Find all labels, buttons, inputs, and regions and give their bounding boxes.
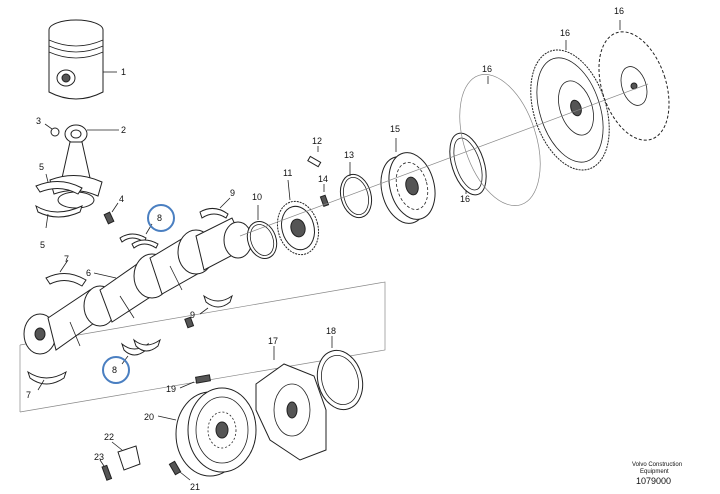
callout-18: 18 bbox=[326, 326, 336, 336]
flex-plate bbox=[598, 20, 670, 141]
damper-pulley bbox=[157, 387, 257, 477]
bearing-9-upper bbox=[199, 197, 231, 219]
callout-3: 3 bbox=[36, 116, 41, 126]
callout-8a: 8 bbox=[157, 213, 162, 223]
crankshaft bbox=[23, 217, 253, 355]
piston bbox=[48, 19, 117, 100]
dowel-pin bbox=[307, 146, 322, 168]
main-bearing-upper bbox=[45, 259, 87, 287]
bolt-19 bbox=[179, 374, 211, 389]
callout-11: 11 bbox=[283, 168, 292, 178]
callout-9b: 9 bbox=[190, 310, 195, 320]
callout-21: 21 bbox=[190, 482, 200, 492]
retaining-ring-16 bbox=[449, 132, 487, 196]
callout-16c: 16 bbox=[482, 64, 492, 74]
callout-5b: 5 bbox=[40, 240, 45, 250]
callout-10: 10 bbox=[252, 192, 262, 202]
bolt-23 bbox=[99, 459, 113, 481]
callout-9a: 9 bbox=[230, 188, 235, 198]
bearing-shell-upper bbox=[35, 173, 83, 195]
callout-16d: 16 bbox=[460, 194, 470, 204]
thrust-washers-upper bbox=[119, 223, 159, 249]
seal-ring-10 bbox=[246, 205, 278, 259]
callout-20: 20 bbox=[144, 412, 154, 422]
callout-22: 22 bbox=[104, 432, 114, 442]
caption-company: Volvo Construction bbox=[632, 462, 682, 468]
bolt-4 bbox=[103, 202, 119, 225]
bolt-14 bbox=[319, 184, 330, 208]
callout-7b: 7 bbox=[26, 390, 31, 400]
caption-division: Equipment bbox=[640, 469, 669, 475]
callout-1: 1 bbox=[121, 67, 126, 77]
flywheel-hub bbox=[380, 138, 436, 224]
callout-2: 2 bbox=[121, 125, 126, 135]
callout-19: 19 bbox=[166, 384, 176, 394]
callout-16b: 16 bbox=[560, 28, 570, 38]
callout-13: 13 bbox=[344, 150, 354, 160]
callout-7a: 7 bbox=[64, 254, 69, 264]
o-ring-13 bbox=[339, 162, 373, 219]
front-cover bbox=[255, 346, 327, 461]
callout-16a: 16 bbox=[614, 6, 624, 16]
connecting-rod bbox=[49, 124, 119, 209]
housing-ring-16 bbox=[459, 74, 541, 206]
main-bearing-lower bbox=[27, 370, 67, 391]
callout-8b: 8 bbox=[112, 365, 117, 375]
bearing-9-lower bbox=[199, 294, 233, 315]
callout-12: 12 bbox=[312, 136, 322, 146]
small-bolt-crank bbox=[184, 316, 195, 329]
fitting-22 bbox=[111, 441, 141, 471]
front-seal bbox=[316, 336, 364, 411]
callout-14: 14 bbox=[318, 174, 328, 184]
callout-4: 4 bbox=[119, 194, 124, 204]
highlight-circle-lower bbox=[102, 356, 130, 384]
callout-17: 17 bbox=[268, 336, 278, 346]
caption-drawing-number: 1079000 bbox=[636, 476, 671, 486]
center-axis bbox=[239, 83, 649, 237]
callout-15: 15 bbox=[390, 124, 400, 134]
bearing-shell-lower bbox=[35, 204, 83, 229]
callout-6: 6 bbox=[86, 268, 91, 278]
callout-23: 23 bbox=[94, 452, 104, 462]
callout-5a: 5 bbox=[39, 162, 44, 172]
thrust-washers-lower bbox=[120, 338, 161, 365]
crank-gear bbox=[276, 179, 320, 256]
bolt-21 bbox=[168, 460, 191, 481]
highlight-circle-upper bbox=[147, 204, 175, 232]
conrod-bolt bbox=[44, 123, 60, 137]
